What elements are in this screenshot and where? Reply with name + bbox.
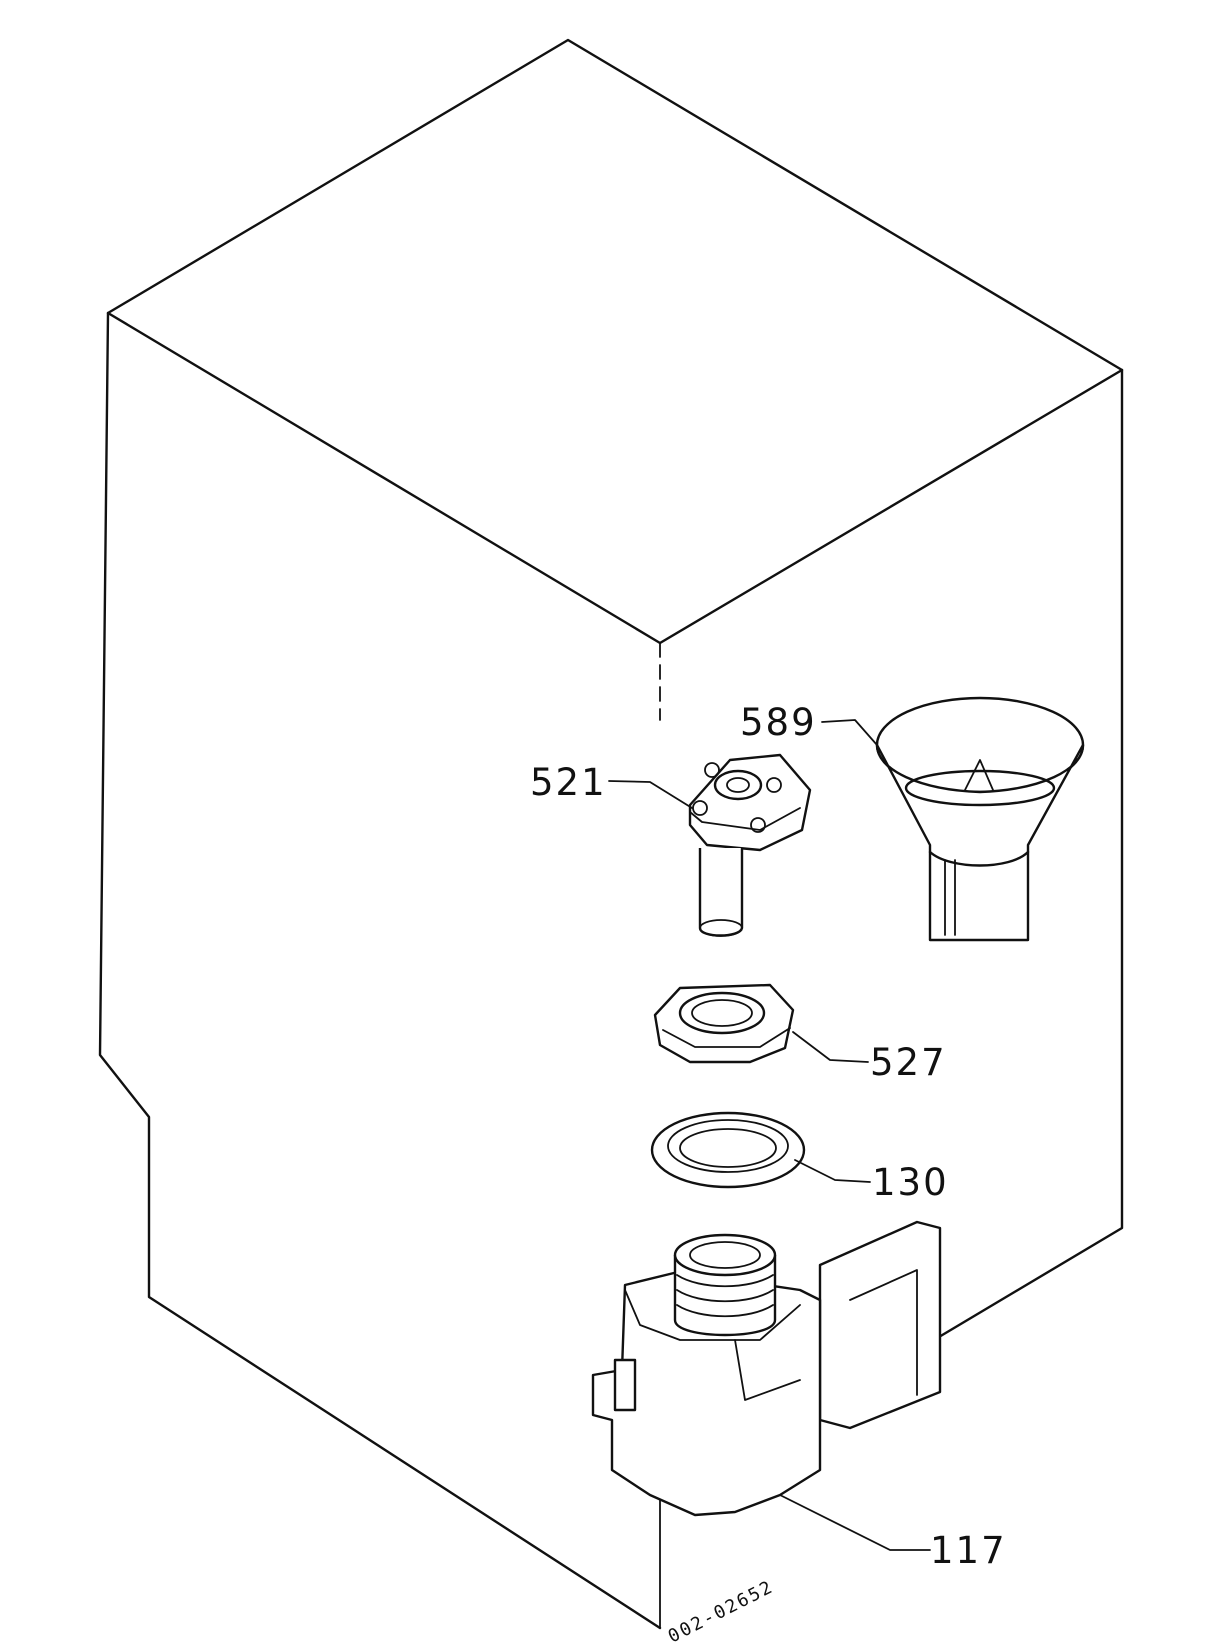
- cabinet-top-face: [106, 38, 1124, 645]
- appliance-cabinet: [98, 38, 1124, 1630]
- drawing-code: 002-02652: [665, 1576, 777, 1647]
- part-117-solenoid-valve[interactable]: [591, 1220, 942, 1517]
- label-117: 117: [930, 1529, 1007, 1572]
- label-527: 527: [870, 1041, 947, 1084]
- label-521: 521: [530, 761, 607, 804]
- part-521-valve-head[interactable]: [688, 753, 812, 937]
- label-589: 589: [740, 701, 817, 744]
- part-130-seal-ring[interactable]: [650, 1111, 806, 1189]
- leader-lines: [608, 719, 931, 1551]
- label-130: 130: [872, 1161, 949, 1204]
- cabinet-left-face: [98, 311, 662, 1630]
- part-589-funnel[interactable]: [875, 696, 1085, 942]
- part-527-hex-nut[interactable]: [653, 983, 795, 1064]
